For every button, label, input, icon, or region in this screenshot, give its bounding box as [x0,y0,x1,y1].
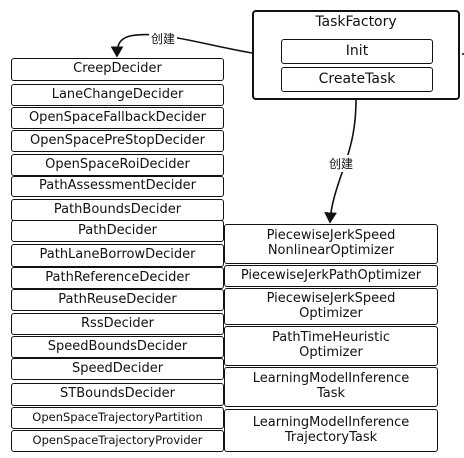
decider-lane-change[interactable]: LaneChangeDecider [11,84,224,106]
optimizer-piecewise-jerk-speed-nonlinear[interactable]: PiecewiseJerkSpeed NonlinearOptimizer [224,224,438,264]
optimizer-path-time-heuristic[interactable]: PathTimeHeuristic Optimizer [224,326,438,366]
decider-speed-bounds[interactable]: SpeedBoundsDecider [11,336,224,358]
decider-open-space-trajectory-partition[interactable]: OpenSpaceTrajectoryPartition [11,407,224,429]
decider-path[interactable]: PathDecider [11,220,224,242]
optimizer-piecewise-jerk-speed[interactable]: PiecewiseJerkSpeed Optimizer [224,288,438,325]
decider-creep[interactable]: CreepDecider [11,58,224,81]
task-factory-title: TaskFactory [315,14,397,30]
decider-path-bounds[interactable]: PathBoundsDecider [11,199,224,221]
edge-label-create-deciders: 创建 [149,30,178,47]
edge-label-create-optimizers: 创建 [327,155,356,172]
decider-path-lane-borrow[interactable]: PathLaneBorrowDecider [11,244,224,267]
create-arrow-deciders [110,33,253,58]
decider-st-bounds[interactable]: STBoundsDecider [11,383,224,406]
decider-path-reuse[interactable]: PathReuseDecider [11,289,224,311]
decider-open-space-trajectory-provider[interactable]: OpenSpaceTrajectoryProvider [11,430,224,452]
decider-open-space-pre-stop[interactable]: OpenSpacePreStopDecider [11,130,224,152]
decider-open-space-fallback[interactable]: OpenSpaceFallbackDecider [11,107,224,129]
task-learning-model-inference[interactable]: LearningModelInference Task [224,367,438,407]
decider-open-space-roi[interactable]: OpenSpaceRoiDecider [11,154,224,176]
decider-rss[interactable]: RssDecider [11,313,224,335]
task-learning-model-inference-trajectory[interactable]: LearningModelInference TrajectoryTask [224,409,438,452]
decider-path-assessment[interactable]: PathAssessmentDecider [11,176,224,197]
optimizer-piecewise-jerk-path[interactable]: PiecewiseJerkPathOptimizer [224,265,438,287]
create-task-method[interactable]: CreateTask [281,67,433,92]
decider-path-reference[interactable]: PathReferenceDecider [11,267,224,289]
init-method[interactable]: Init [281,39,433,64]
task-factory-box[interactable]: TaskFactory Init CreateTask [252,10,460,100]
decider-speed[interactable]: SpeedDecider [11,358,224,380]
